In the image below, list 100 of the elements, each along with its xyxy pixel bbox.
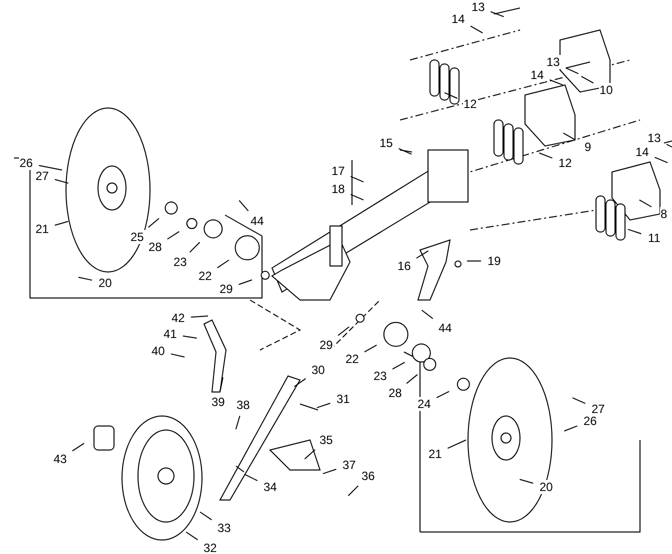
- callout-number: 15: [378, 136, 394, 150]
- callout-number: 29: [218, 282, 234, 296]
- leader-line: [235, 415, 240, 430]
- callout-number: 36: [360, 469, 376, 483]
- callout-number: 37: [342, 458, 357, 472]
- leader-line: [398, 148, 412, 155]
- callout-number: 30: [310, 363, 326, 377]
- callout-number: 24: [416, 397, 432, 411]
- leader-line: [38, 165, 62, 170]
- leader-line: [580, 76, 594, 84]
- leader-line: [54, 220, 69, 226]
- callout-number: 38: [236, 398, 251, 412]
- callout-number: 34: [262, 480, 278, 494]
- leader-line: [216, 260, 230, 268]
- callout-number: 9: [584, 140, 592, 154]
- callout-number: 19: [486, 254, 502, 268]
- callout-number: 23: [172, 255, 188, 269]
- callout-number: 22: [198, 269, 213, 283]
- leader-line: [564, 425, 578, 432]
- leader-line: [166, 231, 180, 240]
- callout-number: 14: [450, 12, 466, 26]
- callout-number: 13: [546, 55, 561, 69]
- callout-number: 40: [150, 344, 166, 358]
- leader-line: [447, 440, 466, 449]
- leader-line: [421, 310, 434, 320]
- leader-line: [638, 199, 652, 208]
- callout-number: 17: [330, 164, 346, 178]
- leader-line: [182, 336, 198, 339]
- leader-line: [350, 176, 364, 182]
- callout-number: 33: [216, 521, 232, 535]
- leader-line: [72, 442, 85, 452]
- callout-number: 42: [170, 311, 186, 325]
- leader-line: [148, 218, 160, 228]
- callout-number: 44: [250, 214, 265, 228]
- leader-line: [186, 532, 198, 540]
- leader-line: [444, 92, 458, 99]
- callout-number: 41: [162, 327, 178, 341]
- leader-line: [238, 279, 252, 286]
- leader-line: [200, 512, 212, 520]
- leader-line: [490, 11, 504, 18]
- leader-line: [350, 194, 364, 200]
- callout-number: 20: [538, 480, 554, 494]
- leader-line: [244, 474, 258, 482]
- leader-line: [220, 376, 224, 392]
- callout-number: 14: [634, 145, 650, 159]
- leader-line: [348, 485, 359, 496]
- callout-number: 12: [462, 97, 478, 111]
- leader-line: [170, 353, 186, 358]
- leader-line: [565, 67, 579, 74]
- leader-line: [470, 26, 484, 34]
- leader-line: [406, 374, 418, 384]
- leader-line: [654, 156, 668, 164]
- callout-number: 13: [646, 131, 662, 145]
- leader-line: [338, 326, 350, 336]
- callout-number: 13: [470, 0, 486, 14]
- leader-line: [54, 179, 69, 184]
- callout-number: 21: [34, 222, 50, 236]
- leader-line: [78, 276, 93, 281]
- callout-number: 20: [98, 276, 113, 290]
- callout-number: 12: [558, 156, 573, 170]
- leader-line: [190, 316, 208, 318]
- callout-number: 18: [330, 182, 346, 196]
- callout-number: 32: [202, 541, 218, 554]
- leader-line: [316, 402, 331, 408]
- leader-line: [572, 397, 586, 404]
- leader-line: [364, 344, 378, 352]
- callout-number: 21: [428, 447, 443, 461]
- callout-number: 11: [647, 231, 662, 245]
- leader-line: [436, 390, 450, 398]
- leader-line: [416, 250, 429, 259]
- callout-number: 43: [52, 452, 68, 466]
- callout-number: 27: [590, 402, 606, 416]
- leader-line: [549, 79, 564, 86]
- leader-line: [322, 468, 337, 474]
- callout-number: 14: [530, 68, 545, 82]
- leader-line: [466, 260, 482, 262]
- callout-number: 10: [598, 83, 614, 97]
- callout-number: 31: [336, 392, 351, 406]
- leader-line: [238, 200, 249, 212]
- callout-number: 39: [210, 395, 226, 409]
- leader-line: [627, 228, 642, 234]
- callout-number: 16: [396, 259, 412, 273]
- leader-line: [562, 132, 576, 140]
- callout-number: 22: [344, 352, 360, 366]
- leader-line: [538, 152, 553, 159]
- leader-line: [392, 362, 406, 370]
- callout-number: 26: [18, 156, 34, 170]
- callout-number: 28: [148, 240, 163, 254]
- leader-line: [294, 378, 306, 388]
- leader-line: [304, 449, 316, 460]
- callout-number: 44: [438, 321, 453, 335]
- callout-number: 23: [372, 369, 388, 383]
- callout-number: 29: [318, 338, 334, 352]
- callout-number: 26: [582, 414, 598, 428]
- callout-number: 8: [660, 207, 668, 221]
- callout-number: 35: [318, 433, 334, 447]
- callout-number: 25: [130, 230, 145, 244]
- leader-line: [189, 242, 200, 253]
- leader-line: [519, 478, 534, 484]
- callout-number: 28: [388, 386, 403, 400]
